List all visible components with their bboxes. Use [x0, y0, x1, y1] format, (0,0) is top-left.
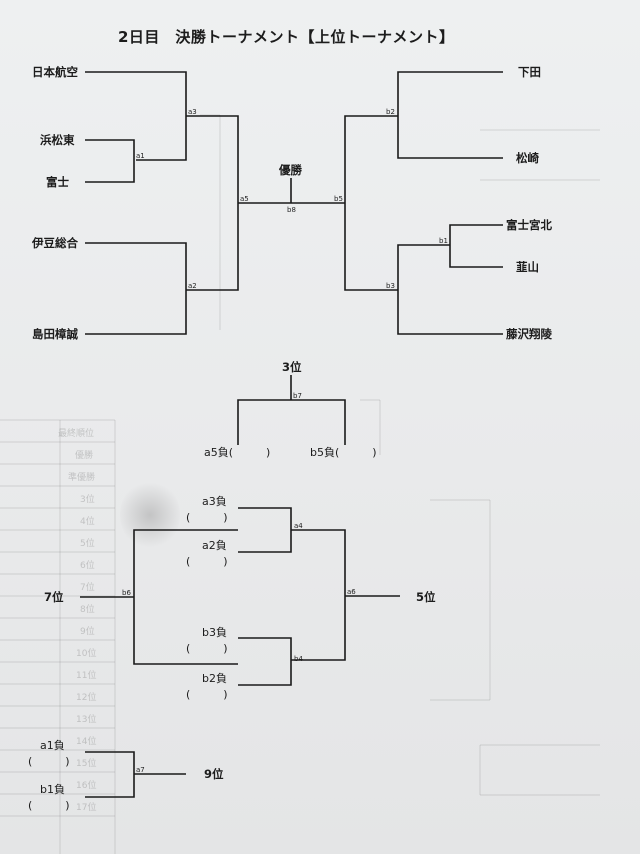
- fifth-entry-b2-paren: ( ): [186, 688, 228, 701]
- bracket-a6: [291, 529, 346, 661]
- ghost-table-header: 最終順位: [58, 429, 95, 439]
- bracket-a7: [85, 751, 135, 798]
- ghost-rank-1: 優勝: [75, 451, 94, 461]
- team-left-3: 富士: [46, 175, 69, 189]
- bracket-a2: [85, 242, 187, 335]
- match-label-a1: a1: [136, 152, 145, 160]
- fifth-entry-b3-paren: ( ): [186, 642, 228, 655]
- match-label-b2: b2: [386, 108, 395, 116]
- ninth-entry-a1-paren: ( ): [28, 755, 70, 768]
- ninth-entry-a1-label: a1負: [40, 739, 65, 752]
- ghost-rank-12: 12位: [76, 693, 97, 703]
- bracket-b1: [449, 224, 503, 268]
- fifth-place-label: 5位: [416, 590, 436, 604]
- bracket-a1: [85, 139, 135, 183]
- ghost-rank-5: 5位: [80, 539, 95, 549]
- match-label-b8: b8: [287, 206, 296, 214]
- team-right-5: 藤沢翔陵: [506, 327, 552, 341]
- ghost-rank-14: 14位: [76, 737, 97, 747]
- page-title: 2日目 決勝トーナメント【上位トーナメント】: [118, 28, 455, 46]
- match-label-b5: b5: [334, 195, 343, 203]
- ghost-rank-13: 13位: [76, 715, 97, 725]
- ghost-rank-11: 11位: [76, 671, 97, 681]
- match-label-b7: b7: [293, 392, 302, 400]
- bracket-a3: [85, 71, 187, 161]
- third-place-label: 3位: [282, 360, 302, 374]
- match-label-a2: a2: [188, 282, 197, 290]
- fifth-entry-a3-paren: ( ): [186, 511, 228, 524]
- ghost-rank-3: 3位: [80, 495, 95, 505]
- fifth-entry-a2-label: a2負: [202, 539, 227, 552]
- ghost-grid: [0, 114, 600, 854]
- ghost-rank-16: 16位: [76, 781, 97, 791]
- main-bracket: [80, 71, 503, 798]
- champion-label: 優勝: [279, 163, 302, 177]
- ghost-rank-10: 10位: [76, 649, 97, 659]
- ghost-rank-17: 17位: [76, 803, 97, 813]
- match-label-a3: a3: [188, 108, 197, 116]
- bracket-a5: [186, 115, 239, 291]
- ghost-rank-7: 7位: [80, 583, 95, 593]
- bracket-b4-branch: [238, 637, 292, 686]
- ghost-rank-9: 9位: [80, 627, 95, 637]
- match-label-a7: a7: [136, 766, 145, 774]
- third-place-left-entry: a5負( ): [204, 446, 271, 459]
- ghost-rank-4: 4位: [80, 517, 95, 527]
- fifth-entry-b2-label: b2負: [202, 672, 227, 685]
- bracket-b5: [344, 115, 398, 291]
- team-right-4: 韮山: [516, 260, 539, 274]
- team-right-1: 下田: [518, 65, 541, 79]
- ninth-entry-b1-paren: ( ): [28, 799, 70, 812]
- ghost-rank-15: 15位: [76, 759, 97, 769]
- match-label-b1: b1: [439, 237, 448, 245]
- ninth-entry-b1-label: b1負: [40, 783, 65, 796]
- third-place-right-entry: b5負( ): [310, 446, 377, 459]
- ghost-rank-8: 8位: [80, 605, 95, 615]
- bleed-through-ranking-table: 最終順位 優勝 準優勝 3位 4位 5位 6位 7位 8位 9位 10位 11位…: [0, 420, 116, 854]
- ghost-rank-6: 6位: [80, 561, 95, 571]
- team-right-3: 富士宮北: [506, 218, 552, 232]
- match-label-a6: a6: [347, 588, 356, 596]
- team-left-1: 日本航空: [32, 65, 78, 79]
- match-label-b6: b6: [122, 589, 131, 597]
- match-label-b3: b3: [386, 282, 395, 290]
- match-label-a5: a5: [240, 195, 249, 203]
- bracket-b2: [397, 71, 503, 159]
- match-label-b4: b4: [294, 655, 303, 663]
- match-label-a4: a4: [294, 522, 303, 530]
- team-left-4: 伊豆総合: [32, 236, 78, 250]
- team-right-2: 松崎: [516, 151, 539, 165]
- fifth-entry-b3-label: b3負: [202, 626, 227, 639]
- fifth-entry-a2-paren: ( ): [186, 555, 228, 568]
- fifth-entry-a3-label: a3負: [202, 495, 227, 508]
- team-left-5: 島田樟誠: [32, 327, 78, 341]
- ninth-place-label: 9位: [204, 767, 224, 781]
- seventh-place-label: 7位: [44, 590, 64, 604]
- ghost-rank-2: 準優勝: [68, 473, 96, 483]
- team-left-2: 浜松東: [40, 133, 75, 147]
- bracket-b3: [397, 244, 503, 335]
- bracket-b7: [237, 399, 346, 445]
- shadow-smudge: [120, 480, 180, 550]
- bracket-a4-branch: [238, 507, 292, 553]
